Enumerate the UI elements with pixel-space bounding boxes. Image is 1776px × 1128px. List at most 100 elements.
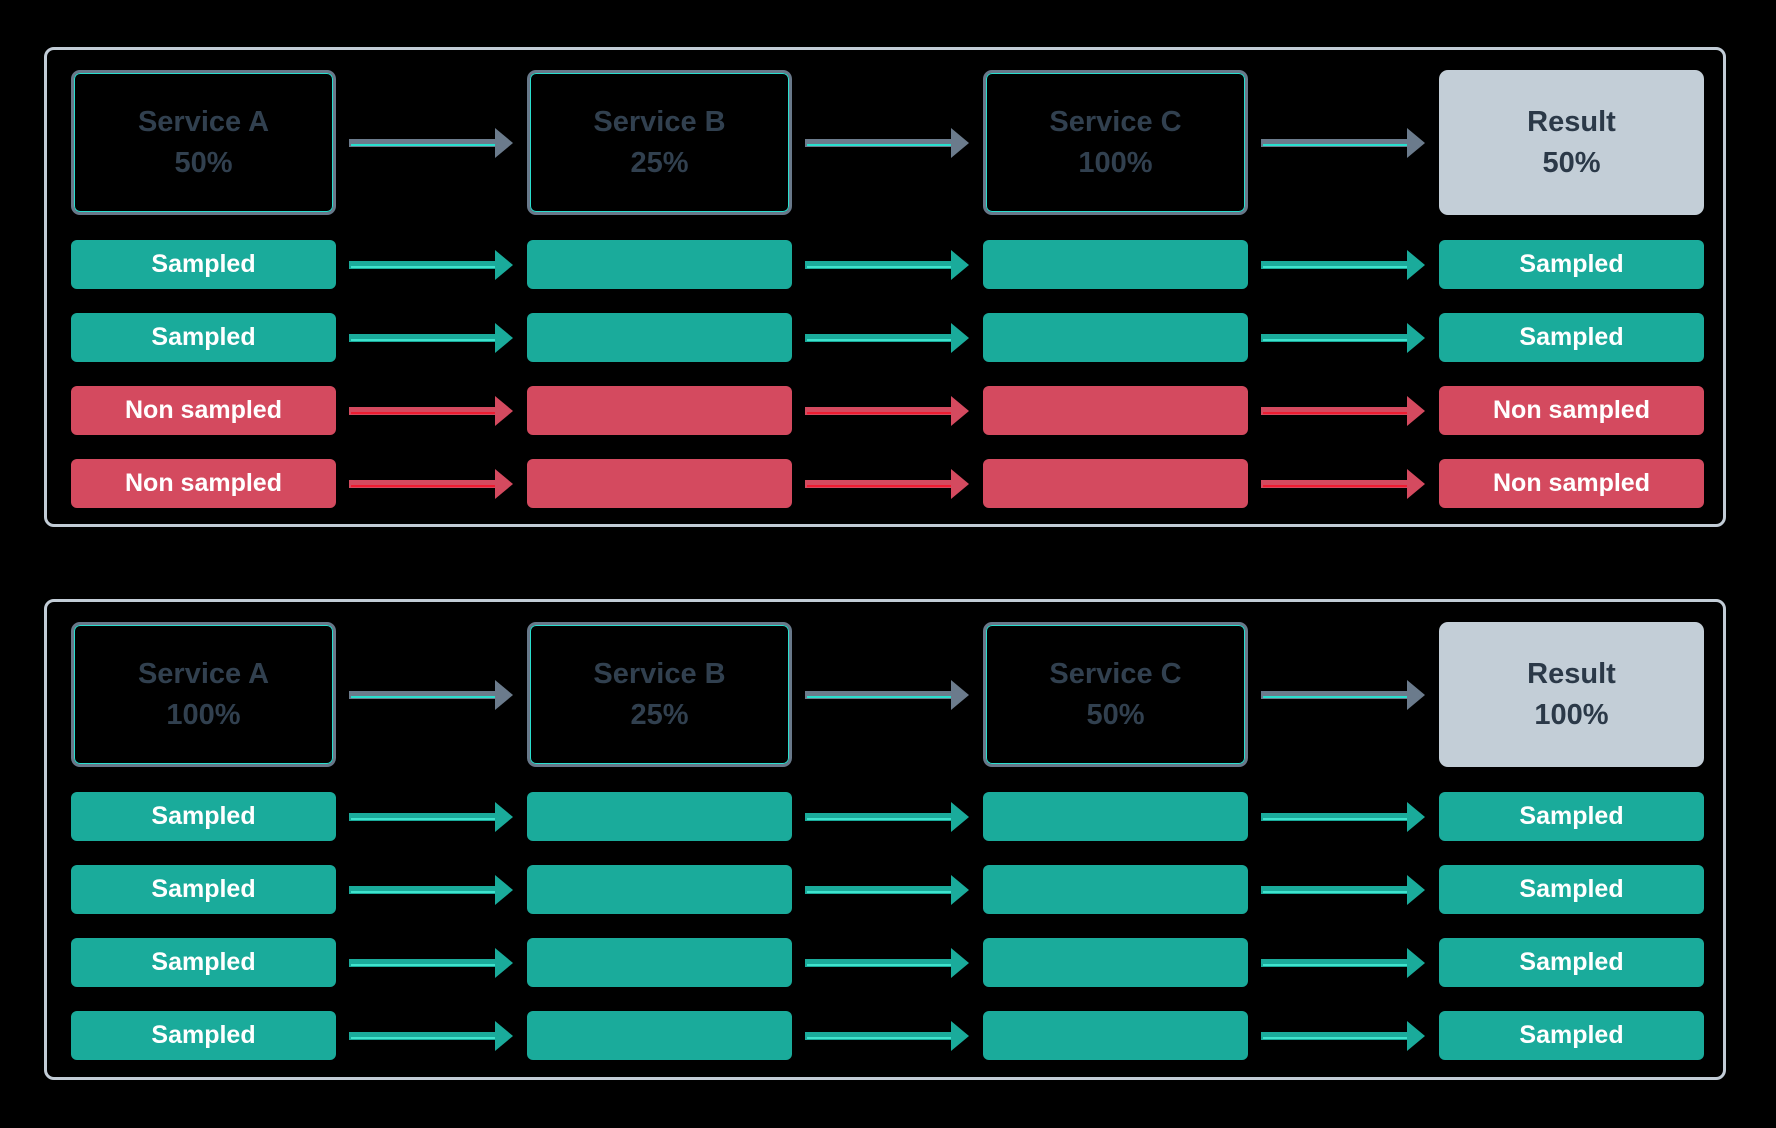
arrow-head	[495, 395, 513, 426]
arrow-shaft	[805, 885, 951, 894]
trace-pill: Non sampled	[1439, 459, 1704, 508]
trace-pill: Sampled	[71, 938, 336, 987]
arrow-shaft	[349, 260, 495, 269]
trace-arrow-icon	[1248, 240, 1439, 289]
pill-label: Sampled	[1519, 323, 1624, 351]
trace-pill: Sampled	[1439, 1011, 1704, 1060]
trace-pill	[983, 386, 1248, 435]
arrow-head	[951, 249, 969, 280]
pill-label: Sampled	[1519, 1021, 1624, 1049]
arrow-head	[495, 249, 513, 280]
arrow-head	[495, 679, 513, 710]
service-name: Service B	[593, 657, 726, 690]
pill-label: Sampled	[1519, 948, 1624, 976]
pill-label: Non sampled	[125, 396, 282, 424]
trace-row: Sampled Sampled	[71, 313, 1704, 362]
pill-label: Non sampled	[125, 469, 282, 497]
trace-pill	[983, 1011, 1248, 1060]
trace-arrow-icon	[792, 459, 983, 508]
trace-arrow-icon	[792, 865, 983, 914]
service-sample-rate: 50%	[1086, 698, 1145, 731]
service-sample-rate: 25%	[630, 146, 689, 179]
service-sample-rate: 50%	[174, 146, 233, 179]
trace-pill	[983, 313, 1248, 362]
sampling-panel-2: Service A 100% Service B 25% Service C 5…	[44, 599, 1726, 1080]
pill-label: Sampled	[151, 323, 256, 351]
arrow-shaft	[349, 1031, 495, 1040]
trace-arrow-icon	[336, 386, 527, 435]
arrow-head	[495, 874, 513, 905]
trace-arrow-icon	[1248, 865, 1439, 914]
trace-arrow-icon	[1248, 386, 1439, 435]
arrow-head	[1407, 249, 1425, 280]
trace-row: Sampled Sampled	[71, 938, 1704, 987]
trace-pill	[527, 865, 792, 914]
arrow-head	[1407, 127, 1425, 158]
pill-label: Sampled	[1519, 250, 1624, 278]
arrow-shaft	[1261, 812, 1407, 821]
arrow-shaft	[805, 260, 951, 269]
trace-arrow-icon	[792, 938, 983, 987]
arrow-head	[951, 395, 969, 426]
flow-arrow-icon	[336, 622, 527, 767]
service-name: Service C	[1049, 105, 1182, 138]
trace-arrow-icon	[336, 240, 527, 289]
trace-pill	[527, 386, 792, 435]
trace-row: Sampled Sampled	[71, 1011, 1704, 1060]
arrow-shaft	[1261, 690, 1407, 699]
trace-row: Non sampled Non sampled	[71, 386, 1704, 435]
trace-arrow-icon	[1248, 938, 1439, 987]
arrow-shaft	[1261, 1031, 1407, 1040]
service-a-box: Service A 100%	[71, 622, 336, 767]
trace-pill: Sampled	[1439, 313, 1704, 362]
flow-arrow-icon	[792, 622, 983, 767]
trace-arrow-icon	[1248, 313, 1439, 362]
result-sample-rate: 100%	[1534, 698, 1609, 731]
service-sample-rate: 100%	[1078, 146, 1153, 179]
trace-arrow-icon	[792, 240, 983, 289]
service-a-box: Service A 50%	[71, 70, 336, 215]
trace-row: Non sampled Non sampled	[71, 459, 1704, 508]
service-b-box: Service B 25%	[527, 70, 792, 215]
pill-label: Sampled	[1519, 802, 1624, 830]
pill-label: Sampled	[151, 1021, 256, 1049]
trace-arrow-icon	[792, 792, 983, 841]
arrow-head	[951, 1020, 969, 1051]
arrow-shaft	[1261, 406, 1407, 415]
arrow-head	[495, 127, 513, 158]
arrow-head	[951, 947, 969, 978]
trace-arrow-icon	[336, 938, 527, 987]
arrow-head	[951, 127, 969, 158]
trace-arrow-icon	[1248, 1011, 1439, 1060]
service-c-box: Service C 100%	[983, 70, 1248, 215]
arrow-head	[495, 947, 513, 978]
trace-pill: Sampled	[1439, 792, 1704, 841]
trace-pill	[983, 938, 1248, 987]
result-label: Result	[1527, 105, 1616, 138]
arrow-head	[951, 468, 969, 499]
arrow-shaft	[1261, 885, 1407, 894]
arrow-shaft	[805, 812, 951, 821]
trace-pill: Sampled	[71, 1011, 336, 1060]
arrow-shaft	[349, 333, 495, 342]
arrow-shaft	[805, 479, 951, 488]
arrow-head	[1407, 1020, 1425, 1051]
arrow-shaft	[349, 958, 495, 967]
trace-pill	[527, 240, 792, 289]
trace-arrow-icon	[792, 313, 983, 362]
pill-label: Sampled	[1519, 875, 1624, 903]
trace-row: Sampled Sampled	[71, 240, 1704, 289]
arrow-head	[951, 874, 969, 905]
arrow-head	[951, 801, 969, 832]
service-name: Service C	[1049, 657, 1182, 690]
result-box: Result 100%	[1439, 622, 1704, 767]
pill-label: Non sampled	[1493, 469, 1650, 497]
trace-row: Sampled Sampled	[71, 865, 1704, 914]
flow-arrow-icon	[336, 70, 527, 215]
arrow-shaft	[349, 885, 495, 894]
flow-arrow-icon	[792, 70, 983, 215]
arrow-shaft	[1261, 479, 1407, 488]
trace-row: Sampled Sampled	[71, 792, 1704, 841]
result-sample-rate: 50%	[1542, 146, 1601, 179]
service-sample-rate: 100%	[166, 698, 241, 731]
